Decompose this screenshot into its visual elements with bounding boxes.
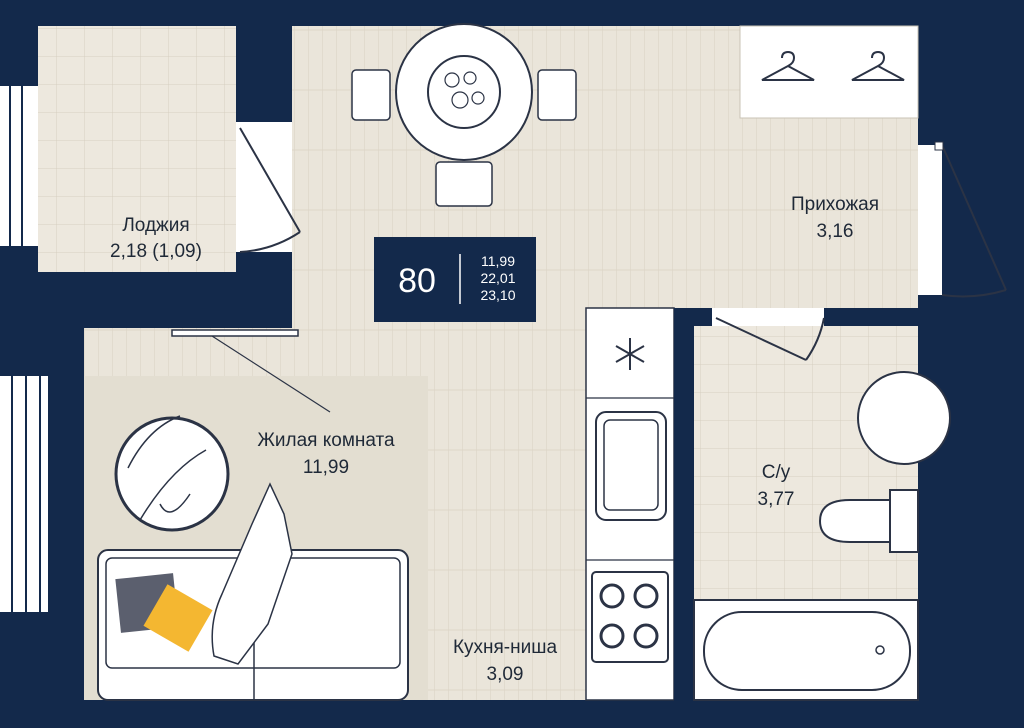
partition-loggia-bottom [38,272,292,328]
fruit-plate [427,55,501,129]
washbasin [857,371,951,465]
hanger-icon [851,50,905,81]
chair [537,69,577,121]
chair [351,69,391,121]
loggia-area: 2,18 (1,09) [110,241,202,262]
loggia-window [0,86,38,246]
bathtub [693,599,919,701]
cooktop [591,571,669,663]
burner [599,583,625,609]
loggia-floor [38,26,236,272]
tv-shelf [171,329,299,337]
sink [595,411,667,521]
burner [633,583,659,609]
pillow [143,584,213,652]
entrance-opening [918,145,942,295]
kitchen-name: Кухня-ниша [453,637,558,658]
bathroom-area: 3,77 [758,489,795,510]
area-badge [374,237,536,322]
hanger-icon [761,50,815,81]
partition-loggia-right-low [236,252,292,272]
hallway-floor [740,118,918,308]
living-room-area: 11,99 [303,457,349,478]
partition-loggia-right [236,26,292,122]
apartment-number: 80 [398,262,436,300]
bathroom-wall [674,308,694,708]
chair [435,161,493,207]
snowflake-icon [615,338,645,370]
kitchen-area: 3,09 [487,664,524,685]
loggia-name: Лоджия [122,215,189,236]
bathroom-door-opening [712,308,824,326]
loggia-door [239,127,301,253]
wardrobe [739,25,919,119]
badge-area-total: 22,01 [480,270,515,286]
badge-area-living: 11,99 [481,253,515,269]
round-rug [114,416,230,532]
bathroom-door [715,317,825,361]
person-sketch [211,482,293,665]
burner [633,623,659,649]
burner [599,623,625,649]
hallway-area: 3,16 [817,221,854,242]
bathroom-name: С/у [762,462,791,483]
toilet [818,499,891,543]
entrance-door [941,144,1007,298]
toilet-tank [889,489,919,553]
badge-area-with-loggia: 23,10 [480,287,515,303]
loggia-door-opening [236,122,292,252]
hallway-name: Прихожая [791,194,879,215]
living-room-name: Жилая комната [257,430,395,451]
